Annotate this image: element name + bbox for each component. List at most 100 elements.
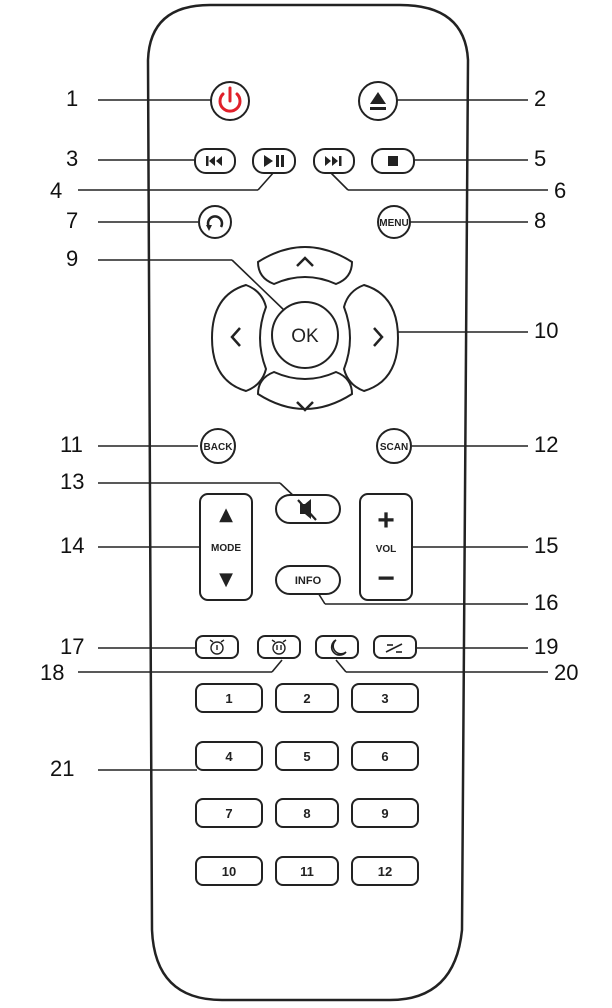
callout-6: 6 bbox=[554, 178, 567, 203]
callout-12: 12 bbox=[534, 432, 559, 457]
num-5-label: 5 bbox=[303, 749, 310, 764]
alarm-1-icon bbox=[209, 639, 225, 655]
menu-button[interactable]: MENU bbox=[377, 205, 411, 239]
vol-minus-icon: − bbox=[377, 562, 395, 595]
callout-21: 21 bbox=[50, 756, 75, 781]
next-icon bbox=[325, 156, 342, 166]
callout-4: 4 bbox=[50, 178, 63, 203]
callout-20: 20 bbox=[554, 660, 579, 685]
num-6-button[interactable]: 6 bbox=[351, 741, 419, 771]
num-3-button[interactable]: 3 bbox=[351, 683, 419, 713]
num-2-button[interactable]: 2 bbox=[275, 683, 339, 713]
mode-label: MODE bbox=[211, 543, 241, 554]
callout-8: 8 bbox=[534, 208, 547, 233]
equalizer-button[interactable] bbox=[373, 635, 417, 659]
scan-button[interactable]: SCAN bbox=[376, 428, 412, 464]
equalizer-icon bbox=[385, 643, 403, 653]
num-12-label: 12 bbox=[378, 864, 392, 879]
previous-icon bbox=[206, 156, 222, 166]
ok-button[interactable]: OK bbox=[271, 301, 339, 369]
number-pad: 1 2 3 4 5 6 7 8 9 10 11 12 bbox=[195, 683, 419, 886]
nav-right-button[interactable] bbox=[342, 283, 400, 393]
back-button[interactable]: BACK bbox=[200, 428, 236, 464]
ok-label: OK bbox=[291, 326, 319, 347]
chevron-left-icon bbox=[230, 327, 241, 347]
mute-icon bbox=[297, 499, 317, 521]
callout-11: 11 bbox=[60, 432, 83, 457]
num-7-label: 7 bbox=[225, 806, 232, 821]
mode-up-icon: ▲ bbox=[219, 504, 233, 525]
num-5-button[interactable]: 5 bbox=[275, 741, 339, 771]
sleep-button[interactable] bbox=[315, 635, 359, 659]
callout-14: 14 bbox=[60, 533, 85, 558]
num-11-label: 11 bbox=[300, 864, 314, 879]
callout-7: 7 bbox=[66, 208, 79, 233]
repeat-icon bbox=[206, 215, 224, 231]
volume-rocker[interactable]: + VOL − bbox=[359, 493, 413, 601]
callout-9: 9 bbox=[66, 246, 79, 271]
num-10-label: 10 bbox=[222, 864, 236, 879]
num-2-label: 2 bbox=[303, 691, 310, 706]
callout-17: 17 bbox=[60, 634, 85, 659]
nav-down-button[interactable] bbox=[256, 370, 354, 412]
vol-plus-icon: + bbox=[377, 504, 395, 537]
callout-13: 13 bbox=[60, 469, 85, 494]
callout-16: 16 bbox=[534, 590, 559, 615]
scan-label: SCAN bbox=[380, 442, 408, 453]
power-button[interactable] bbox=[210, 81, 250, 121]
num-9-label: 9 bbox=[381, 806, 388, 821]
eject-icon bbox=[370, 92, 386, 110]
sleep-icon bbox=[330, 639, 347, 656]
play-pause-icon bbox=[264, 155, 284, 167]
callout-1: 1 bbox=[66, 86, 79, 111]
alarm-2-icon bbox=[271, 639, 287, 655]
callout-15: 15 bbox=[534, 533, 559, 558]
num-10-button[interactable]: 10 bbox=[195, 856, 263, 886]
num-4-button[interactable]: 4 bbox=[195, 741, 263, 771]
mode-down-icon: ▼ bbox=[219, 569, 233, 590]
previous-button[interactable] bbox=[194, 148, 236, 174]
info-button[interactable]: INFO bbox=[275, 565, 341, 595]
num-9-button[interactable]: 9 bbox=[351, 798, 419, 828]
menu-label: MENU bbox=[379, 218, 408, 229]
num-11-button[interactable]: 11 bbox=[275, 856, 339, 886]
nav-left-button[interactable] bbox=[210, 283, 268, 393]
mode-rocker[interactable]: ▲ MODE ▼ bbox=[199, 493, 253, 601]
num-6-label: 6 bbox=[381, 749, 388, 764]
num-8-label: 8 bbox=[303, 806, 310, 821]
callout-5: 5 bbox=[534, 146, 547, 171]
back-label: BACK bbox=[204, 442, 234, 453]
alarm-2-button[interactable] bbox=[257, 635, 301, 659]
num-3-label: 3 bbox=[381, 691, 388, 706]
callout-18: 18 bbox=[40, 660, 65, 685]
num-1-button[interactable]: 1 bbox=[195, 683, 263, 713]
stop-icon bbox=[388, 156, 398, 166]
buttons: MENU bbox=[194, 81, 419, 886]
alarm-1-button[interactable] bbox=[195, 635, 239, 659]
leader-lines bbox=[78, 99, 548, 771]
next-button[interactable] bbox=[313, 148, 355, 174]
num-7-button[interactable]: 7 bbox=[195, 798, 263, 828]
chevron-up-icon bbox=[296, 256, 314, 267]
callout-10: 10 bbox=[534, 318, 559, 343]
callout-19: 19 bbox=[534, 634, 559, 659]
eject-button[interactable] bbox=[358, 81, 398, 121]
num-8-button[interactable]: 8 bbox=[275, 798, 339, 828]
repeat-button[interactable] bbox=[198, 205, 232, 239]
num-4-label: 4 bbox=[225, 749, 233, 764]
nav-up-button[interactable] bbox=[256, 246, 354, 286]
num-12-button[interactable]: 12 bbox=[351, 856, 419, 886]
power-icon bbox=[218, 86, 242, 113]
play-pause-button[interactable] bbox=[252, 148, 296, 174]
vol-label: VOL bbox=[376, 544, 397, 555]
stop-button[interactable] bbox=[371, 148, 415, 174]
chevron-right-icon bbox=[373, 327, 384, 347]
info-label: INFO bbox=[295, 575, 322, 587]
num-1-label: 1 bbox=[225, 691, 232, 706]
mute-button[interactable] bbox=[275, 494, 341, 524]
callout-2: 2 bbox=[534, 86, 547, 111]
callout-3: 3 bbox=[66, 146, 79, 171]
chevron-down-icon bbox=[296, 401, 314, 412]
